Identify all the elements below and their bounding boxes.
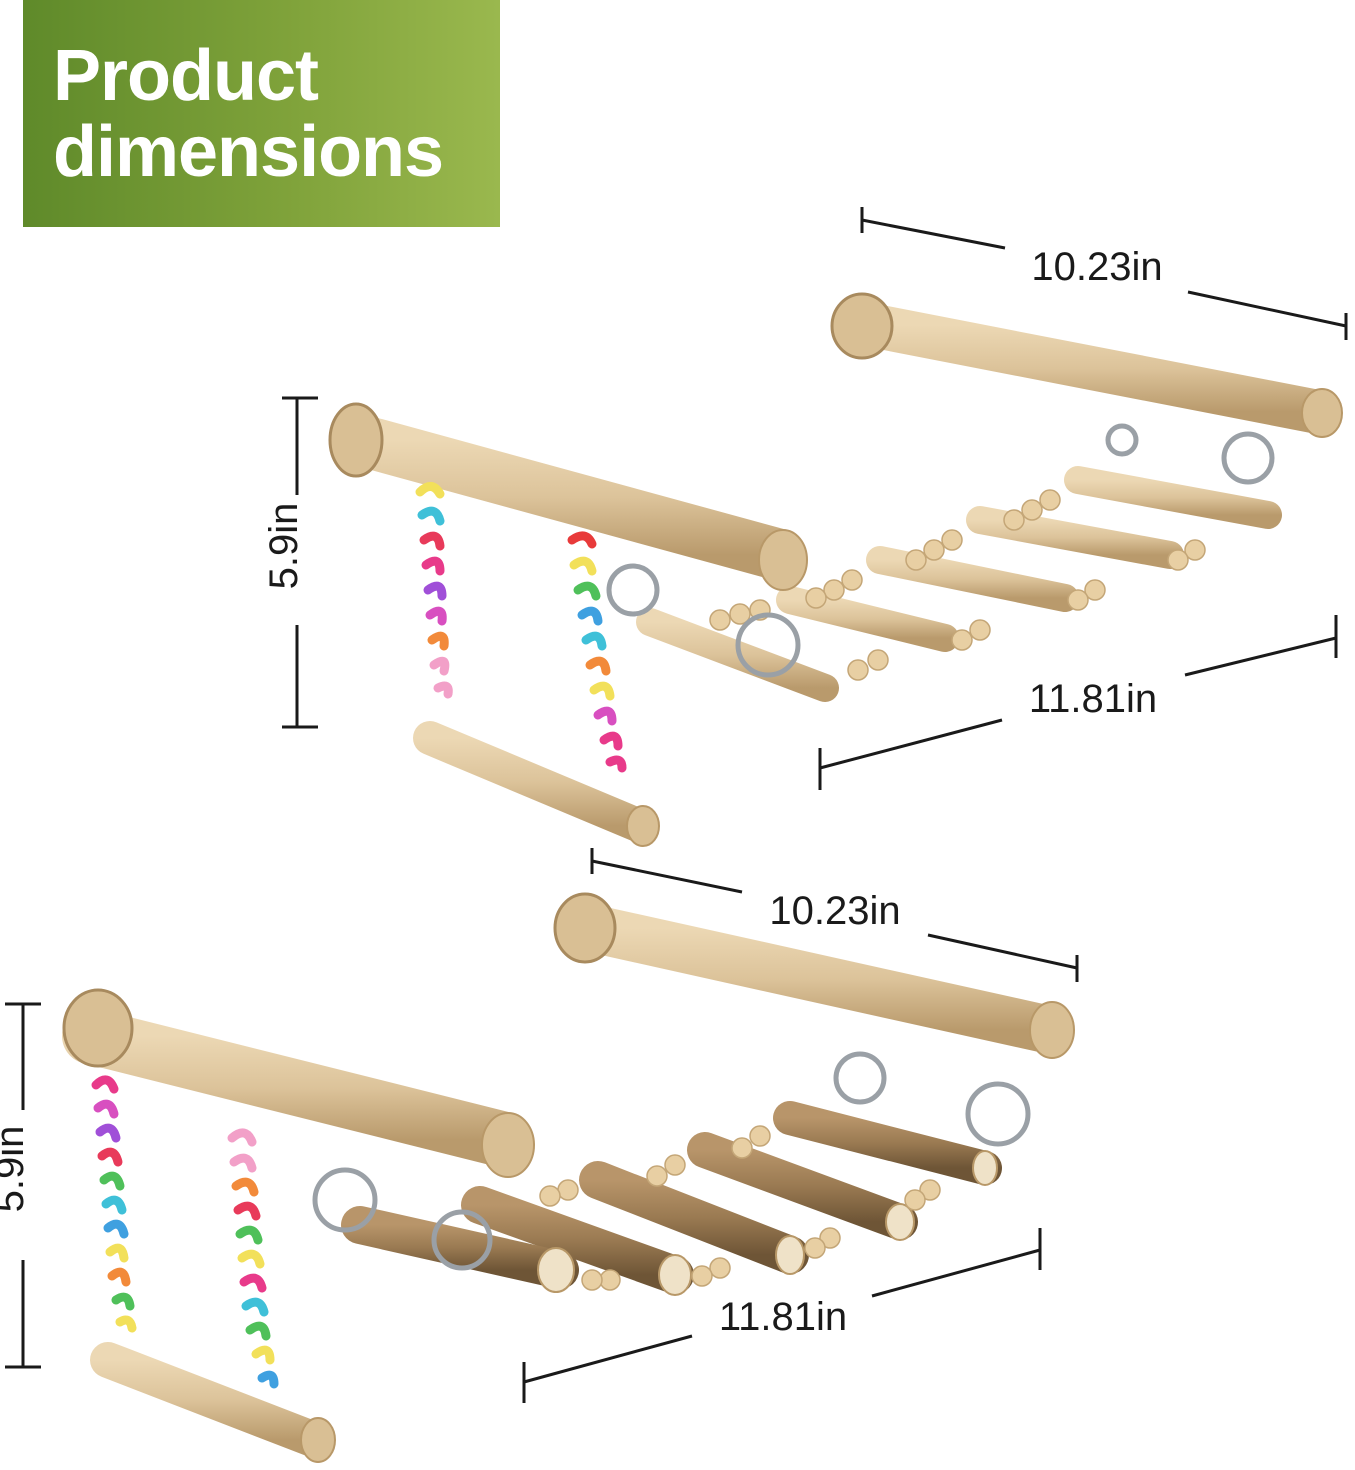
swing-perch-1 xyxy=(413,721,660,847)
front-perch-1 xyxy=(328,402,808,591)
chain-left-2 xyxy=(91,1075,137,1333)
height-label-2: 5.9in xyxy=(0,1126,32,1213)
product-2: 10.23in 5.9in 11.81in xyxy=(0,848,1079,1463)
bottom-dimension-2 xyxy=(522,1228,1042,1403)
branch-rungs-2 xyxy=(341,1101,1002,1294)
bottom-length-label-1: 11.81in xyxy=(1029,677,1157,721)
title-banner: Product dimensions xyxy=(23,0,500,227)
front-perch-2 xyxy=(62,988,535,1178)
banner-title: Product dimensions xyxy=(53,36,444,192)
bead-strings-1 xyxy=(709,489,1206,681)
top-dimension-1 xyxy=(860,207,1348,340)
bottom-dimension-1 xyxy=(818,615,1338,790)
top-length-label-2: 10.23in xyxy=(769,889,900,933)
back-perch-1 xyxy=(830,292,1343,438)
swing-perch-2 xyxy=(90,1342,336,1463)
height-label-1: 5.9in xyxy=(262,503,306,590)
bead-strings-2 xyxy=(539,1125,941,1291)
branch-ends-2 xyxy=(537,1150,998,1296)
product-1: 10.23in 5.9in 11.81in xyxy=(262,207,1348,847)
chain-right-1 xyxy=(567,531,627,773)
rings-right-1 xyxy=(1105,423,1275,485)
bottom-length-label-2: 11.81in xyxy=(719,1295,847,1339)
chain-right-2 xyxy=(227,1128,279,1389)
height-dimension-1 xyxy=(282,396,318,729)
top-dimension-2 xyxy=(590,848,1079,982)
back-perch-2 xyxy=(553,892,1075,1059)
top-length-label-1: 10.23in xyxy=(1031,245,1162,289)
rings-right-2 xyxy=(833,1051,1031,1147)
rings-left-1 xyxy=(606,563,801,678)
rings-left-2 xyxy=(312,1167,493,1271)
height-dimension-2 xyxy=(5,1002,41,1369)
chain-left-1 xyxy=(415,482,453,699)
